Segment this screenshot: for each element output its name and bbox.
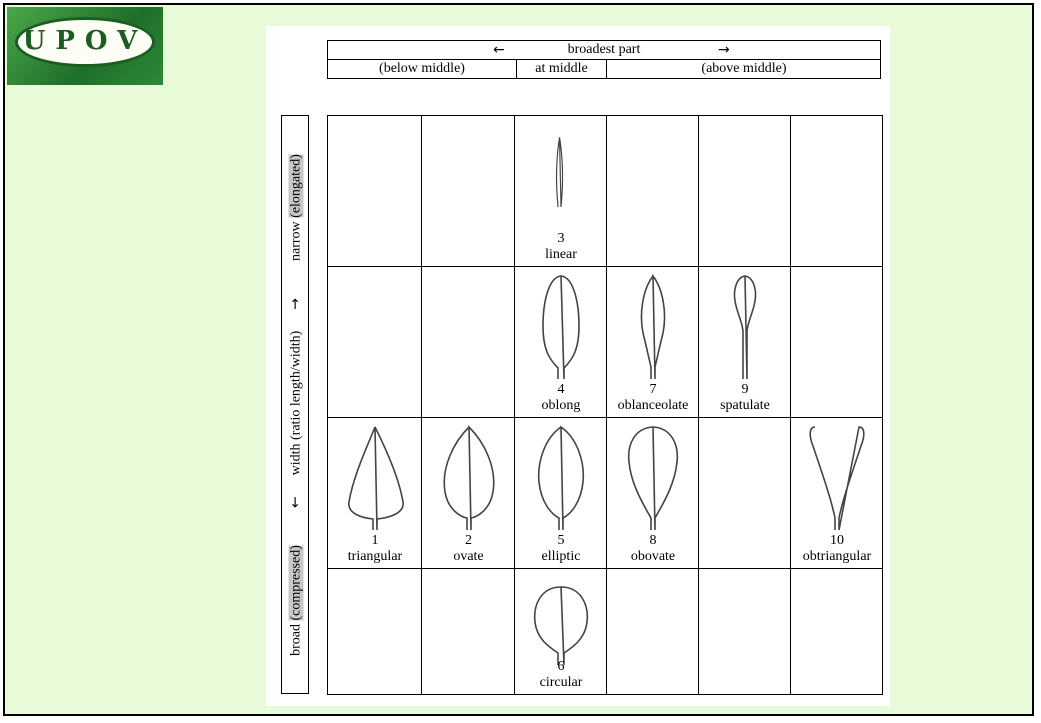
above-middle-label: (above middle) (607, 60, 881, 78)
width-ratio-label: width (ratio length/width) (288, 330, 303, 475)
grid-cell (328, 116, 422, 267)
grid-cell (607, 116, 699, 267)
upov-logo: UPOV (7, 7, 163, 85)
shape-name: oblong (516, 398, 606, 414)
shape-name: circular (516, 675, 606, 691)
shape-name: triangular (330, 549, 420, 565)
grid-cell (791, 116, 883, 267)
oblong-leaf-icon (531, 271, 591, 381)
up-arrow-icon: → (287, 297, 303, 309)
shape-number: 2 (424, 533, 514, 549)
left-arrow-icon: ← (493, 41, 505, 59)
shape-number: 10 (792, 533, 882, 549)
ovate-leaf-icon (439, 422, 499, 532)
header-title: broadest part (568, 42, 641, 57)
shape-number: 5 (516, 533, 606, 549)
below-middle-label: (below middle) (328, 60, 516, 78)
shape-number: 4 (516, 382, 606, 398)
spatulate-leaf-icon (715, 271, 775, 381)
grid-cell (791, 569, 883, 695)
shape-name: ovate (424, 549, 514, 565)
obtriangular-leaf-icon (807, 422, 867, 532)
triangular-leaf-icon (345, 422, 405, 532)
shape-name: elliptic (516, 549, 606, 565)
grid-cell (422, 267, 515, 418)
grid-cell (328, 569, 422, 695)
broad-label: broad (288, 624, 303, 656)
elongated-label: (elongated) (288, 154, 303, 218)
shape-number: 7 (608, 382, 698, 398)
compressed-label: (compressed) (288, 545, 303, 620)
grid-cell (699, 418, 791, 569)
shape-number: 1 (330, 533, 420, 549)
grid-cell (699, 116, 791, 267)
position-header: (below middle) at middle (above middle) (327, 59, 881, 79)
at-middle-label: at middle (517, 60, 606, 78)
grid-cell (422, 569, 515, 695)
right-arrow-icon: → (718, 41, 730, 59)
width-axis-sidebar: broad (compressed) ← width (ratio length… (281, 115, 309, 694)
shape-name: spatulate (700, 398, 790, 414)
grid-cell (791, 267, 883, 418)
linear-leaf-icon (539, 120, 583, 228)
shape-name: oblanceolate (608, 398, 698, 414)
oblanceolate-leaf-icon (623, 271, 683, 381)
shape-name: obovate (608, 549, 698, 565)
logo-oval: UPOV (15, 17, 155, 67)
elliptic-leaf-icon (531, 422, 591, 532)
shape-name: linear (516, 247, 606, 263)
shape-name: obtriangular (792, 549, 882, 565)
narrow-label: narrow (288, 221, 303, 261)
width-axis-label: broad (compressed) ← width (ratio length… (286, 115, 304, 694)
grid-cell (699, 569, 791, 695)
obovate-leaf-icon (623, 422, 683, 532)
circular-leaf-icon (531, 577, 591, 667)
shape-number: 3 (516, 231, 606, 247)
broadest-part-header: ← broadest part → (327, 40, 881, 60)
grid-cell (422, 116, 515, 267)
down-arrow-icon: ← (287, 496, 303, 508)
grid-cell (328, 267, 422, 418)
shape-number: 9 (700, 382, 790, 398)
logo-text: UPOV (18, 26, 152, 56)
shape-number: 8 (608, 533, 698, 549)
shape-number: 6 (516, 659, 606, 675)
grid-cell (607, 569, 699, 695)
